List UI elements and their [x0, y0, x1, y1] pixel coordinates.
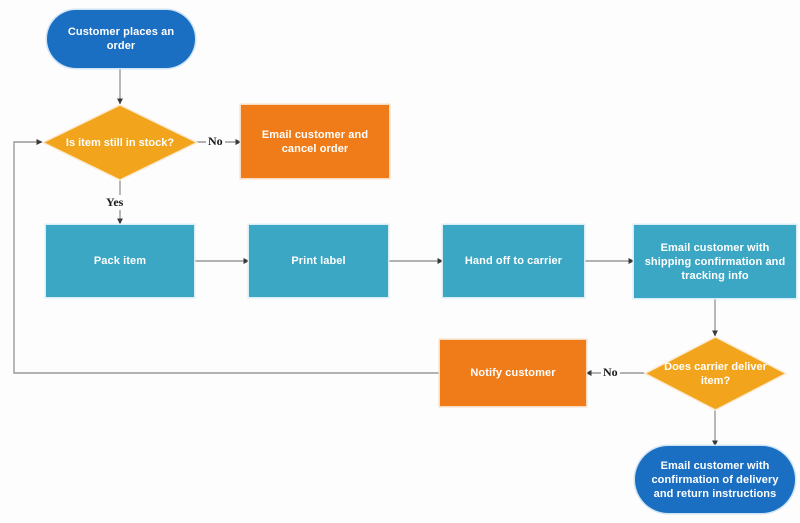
node-stock-decision-label: Is item still in stock? [65, 136, 175, 149]
node-shipping-email-label: Email customer with shipping confirmatio… [644, 241, 786, 282]
edge-label-delivery-no: No [601, 365, 620, 380]
node-start[interactable]: Customer places an order [47, 10, 195, 68]
node-hand-off-label: Hand off to carrier [464, 255, 563, 267]
node-print-label[interactable]: Print label [249, 225, 388, 297]
node-delivery-decision[interactable]: Does carrier deliver item? [644, 336, 787, 411]
node-notify-customer[interactable]: Notify customer [440, 340, 586, 406]
node-print-label-label: Print label [291, 255, 346, 267]
node-stock-decision[interactable]: Is item still in stock? [42, 104, 198, 181]
node-delivery-decision-label: Does carrier deliver item? [664, 360, 767, 387]
node-cancel-order-label: Email customer and cancel order [261, 128, 369, 155]
edge-label-stock-yes: Yes [104, 195, 126, 210]
node-delivery-email-label: Email customer with confirmation of deli… [651, 459, 779, 500]
node-hand-off[interactable]: Hand off to carrier [443, 225, 584, 297]
node-pack-item[interactable]: Pack item [46, 225, 194, 297]
node-pack-item-label: Pack item [93, 255, 147, 267]
edge-label-stock-no: No [206, 134, 225, 149]
node-delivery-email[interactable]: Email customer with confirmation of deli… [635, 446, 795, 513]
node-start-label: Customer places an order [67, 26, 175, 52]
node-cancel-order[interactable]: Email customer and cancel order [241, 105, 389, 178]
node-shipping-email[interactable]: Email customer with shipping confirmatio… [634, 225, 796, 298]
node-notify-customer-label: Notify customer [470, 367, 556, 379]
